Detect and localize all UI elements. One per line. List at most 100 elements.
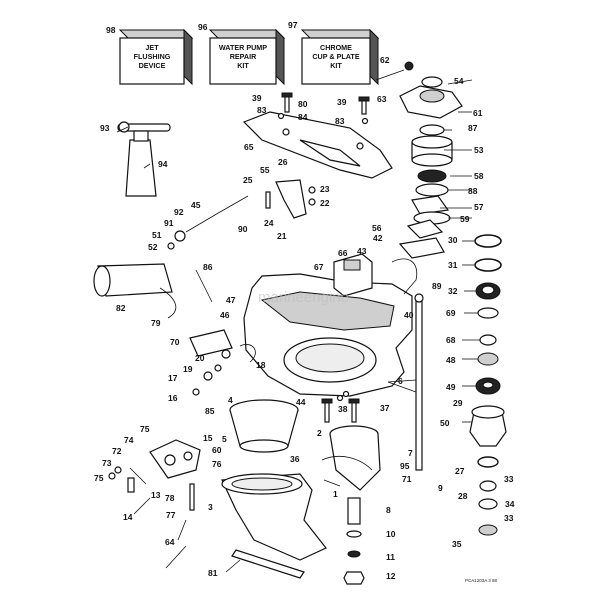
- callout-48: 48: [446, 355, 456, 365]
- callout-21: 21: [277, 231, 287, 241]
- callout-labels: 1 2 3 4 5 6 7 8 9 10 11 12 13 14 15 16 1…: [94, 55, 515, 581]
- figure-reference-code: PCA1203A 3 88: [465, 578, 498, 583]
- callout-68: 68: [446, 335, 456, 345]
- callout-25: 25: [243, 175, 253, 185]
- callout-30: 30: [448, 235, 458, 245]
- callout-75a: 75: [140, 424, 150, 434]
- callout-36: 36: [290, 454, 300, 464]
- callout-44: 44: [296, 397, 306, 407]
- callout-85: 85: [205, 406, 215, 416]
- callout-9: 9: [438, 483, 443, 493]
- intake-tube-part: [93, 263, 177, 319]
- kit-label-line1: WATER PUMP: [219, 43, 267, 52]
- callout-12: 12: [386, 571, 396, 581]
- callout-72: 72: [112, 446, 122, 456]
- callout-14: 14: [123, 512, 133, 522]
- adapter-block: [333, 253, 373, 297]
- callout-13: 13: [151, 490, 161, 500]
- callout-87: 87: [468, 123, 478, 133]
- callout-39a: 39: [252, 93, 262, 103]
- kit-jet-flushing-device: JET FLUSHING DEVICE 98: [106, 25, 194, 86]
- mid-bolts: [321, 390, 360, 423]
- kit-label-line1: CHROME: [320, 43, 352, 52]
- lower-bracket: [108, 439, 201, 511]
- callout-33b: 33: [504, 513, 514, 523]
- callout-69: 69: [446, 308, 456, 318]
- callout-74: 74: [124, 435, 134, 445]
- kit-water-pump-repair: WATER PUMP REPAIR KIT 96: [198, 22, 286, 86]
- callout-37: 37: [380, 403, 390, 413]
- callout-71: 71: [402, 474, 412, 484]
- callout-33a: 33: [504, 474, 514, 484]
- callout-78: 78: [165, 493, 175, 503]
- kit-label-line2: FLUSHING: [134, 52, 171, 61]
- callout-50: 50: [440, 418, 450, 428]
- callout-7: 7: [408, 448, 413, 458]
- callout-47: 47: [226, 295, 236, 305]
- plate-gaskets: [398, 219, 445, 259]
- callout-38: 38: [338, 404, 348, 414]
- callout-61: 61: [473, 108, 483, 118]
- callout-56: 56: [372, 223, 382, 233]
- callout-19: 19: [183, 364, 193, 374]
- parts-artwork: [93, 61, 507, 585]
- callout-96: 96: [198, 22, 208, 32]
- callout-18: 18: [256, 360, 266, 370]
- callout-34: 34: [505, 499, 515, 509]
- callout-66: 66: [338, 248, 348, 258]
- callout-55: 55: [260, 165, 270, 175]
- callout-80: 80: [298, 99, 308, 109]
- callout-28: 28: [458, 491, 468, 501]
- liner-part: [229, 399, 299, 453]
- callout-10: 10: [386, 529, 396, 539]
- callout-26: 26: [278, 157, 288, 167]
- bolts-top: [277, 92, 370, 125]
- callout-91: 91: [164, 218, 174, 228]
- callout-90: 90: [238, 224, 248, 234]
- water-pump-stack: [399, 61, 463, 225]
- callout-51: 51: [152, 230, 162, 240]
- callout-65: 65: [244, 142, 254, 152]
- callout-98: 98: [106, 25, 116, 35]
- drive-shaft-part: [414, 293, 424, 471]
- callout-42: 42: [373, 233, 383, 243]
- callout-31: 31: [448, 260, 458, 270]
- kit-label-line3: DEVICE: [139, 61, 166, 70]
- callout-53: 53: [474, 145, 484, 155]
- callout-73: 73: [102, 458, 112, 468]
- callout-16: 16: [168, 393, 178, 403]
- callout-22: 22: [320, 198, 330, 208]
- callout-3: 3: [208, 502, 213, 512]
- cover-plate-part: [242, 111, 393, 179]
- callout-92: 92: [174, 207, 184, 217]
- callout-54: 54: [454, 76, 464, 86]
- callout-35: 35: [452, 539, 462, 549]
- callout-83b: 83: [335, 116, 345, 126]
- kit-chrome-cup-plate: CHROME CUP & PLATE KIT 97: [288, 20, 380, 86]
- callout-43: 43: [357, 246, 367, 256]
- callout-86: 86: [203, 262, 213, 272]
- callout-57: 57: [474, 202, 484, 212]
- kit-label-line1: JET: [145, 43, 159, 52]
- callout-64: 64: [165, 537, 175, 547]
- bearings-and-rings: [469, 234, 507, 536]
- callout-82: 82: [116, 303, 126, 313]
- callout-40: 40: [404, 310, 414, 320]
- callout-5: 5: [222, 434, 227, 444]
- callout-24: 24: [264, 218, 274, 228]
- callout-52: 52: [148, 242, 158, 252]
- callout-95: 95: [400, 461, 410, 471]
- callout-15: 15: [203, 433, 213, 443]
- callout-81: 81: [208, 568, 218, 578]
- callout-84: 84: [298, 112, 308, 122]
- callout-4: 4: [228, 395, 233, 405]
- callout-20: 20: [195, 353, 205, 363]
- nose-stack: [343, 497, 365, 585]
- callout-93: 93: [100, 123, 110, 133]
- watermark: marineengine: [258, 289, 349, 306]
- callout-94: 94: [158, 159, 168, 169]
- callout-27: 27: [455, 466, 465, 476]
- callout-89: 89: [432, 281, 442, 291]
- callout-29: 29: [453, 398, 463, 408]
- callout-79: 79: [151, 318, 161, 328]
